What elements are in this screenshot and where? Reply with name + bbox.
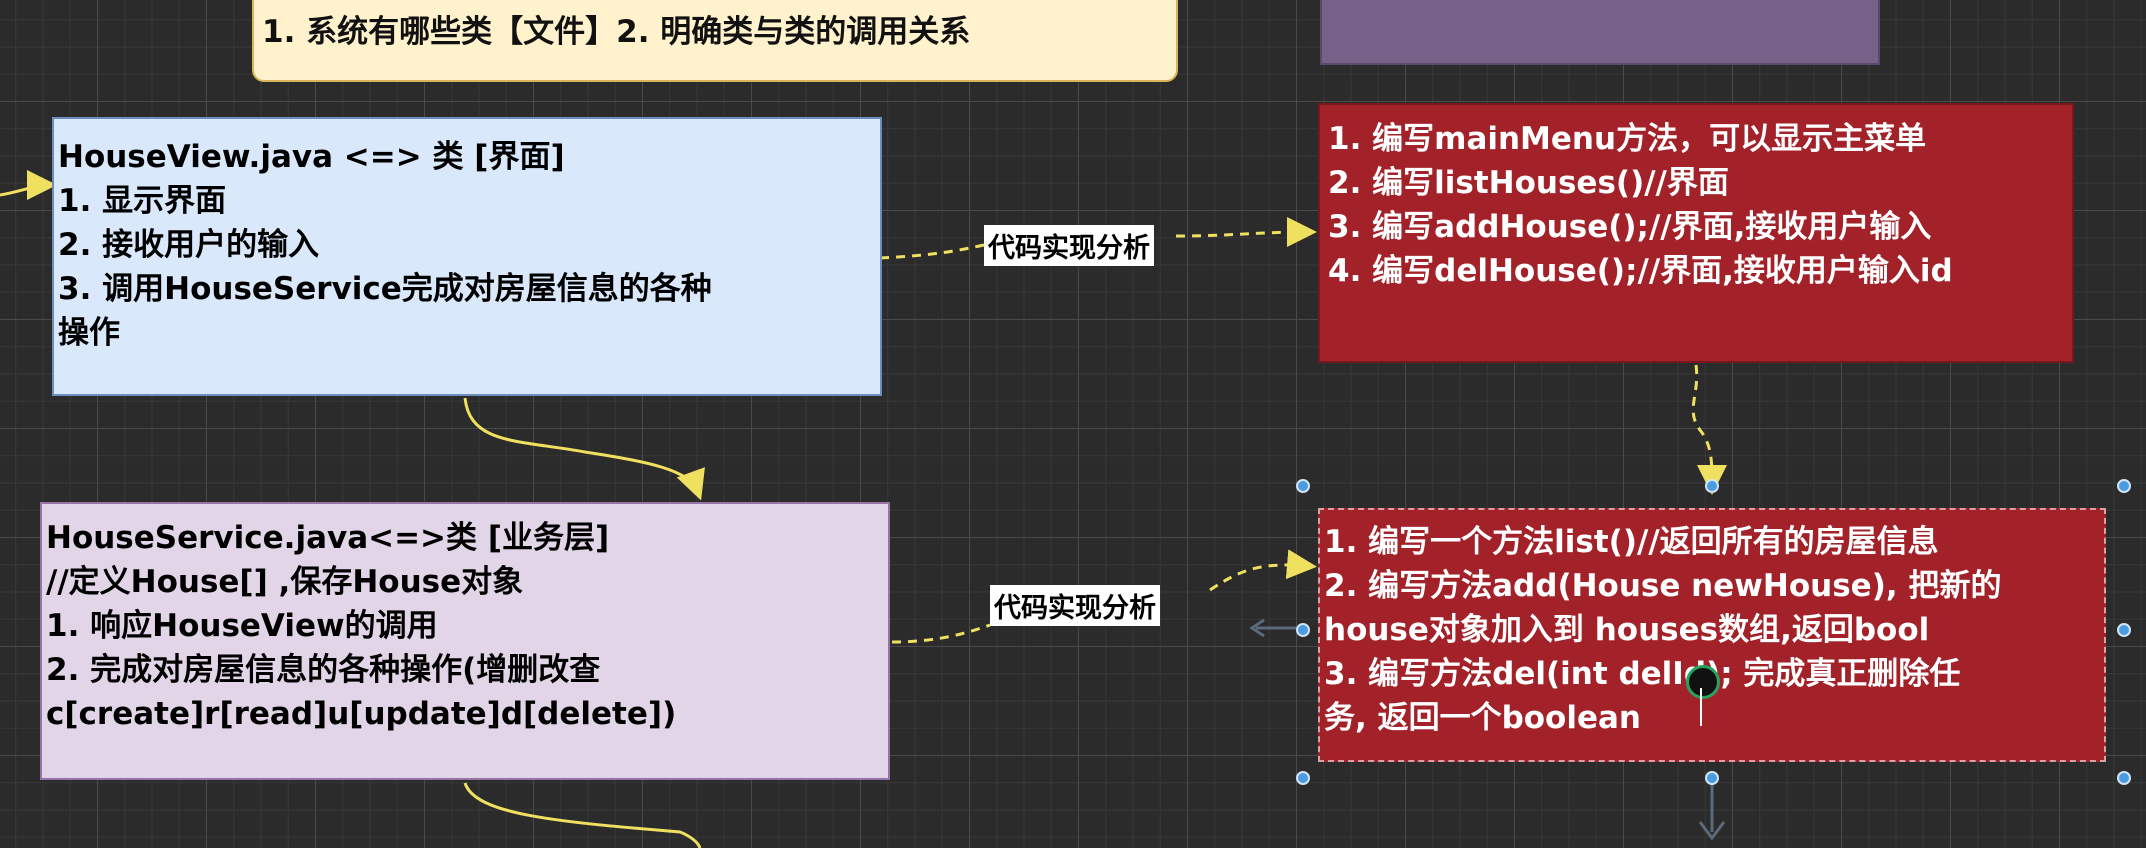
service-impl-line: 3. 编写方法del(int delId); 完成真正删除任 bbox=[1324, 656, 1961, 692]
cursor-highlight-icon bbox=[1686, 665, 1720, 699]
selection-handle-bottom-center[interactable] bbox=[1705, 771, 1719, 785]
entry-arrow bbox=[0, 170, 57, 201]
house-view-line: 2. 接收用户的输入 bbox=[58, 227, 320, 263]
house-service-box[interactable]: HouseService.java<=>类 [业务层] //定义House[] … bbox=[40, 502, 890, 780]
view-impl-line: 2. 编写listHouses()//界面 bbox=[1328, 165, 1729, 201]
house-view-line: 1. 显示界面 bbox=[58, 183, 227, 219]
service-impl-line: house对象加入到 houses数组,返回bool bbox=[1324, 612, 1930, 648]
house-view-line: 操作 bbox=[58, 315, 120, 351]
downward-ghost-arrowhead bbox=[1698, 821, 1726, 841]
view-impl-line: 1. 编写mainMenu方法，可以显示主菜单 bbox=[1328, 121, 1927, 157]
selection-handle-middle-right[interactable] bbox=[2117, 623, 2131, 637]
text-caret bbox=[1700, 688, 1702, 726]
selection-handle-bottom-right[interactable] bbox=[2117, 771, 2131, 785]
impl-to-impl-connector[interactable] bbox=[1691, 364, 1727, 495]
edge-label-view[interactable]: 代码实现分析 bbox=[984, 225, 1154, 266]
house-service-line: //定义House[] ,保存House对象 bbox=[46, 564, 524, 600]
service-implementation-box[interactable]: 1. 编写一个方法list()//返回所有的房屋信息 2. 编写方法add(Ho… bbox=[1318, 508, 2106, 762]
service-impl-line: 务, 返回一个boolean bbox=[1324, 700, 1641, 736]
edge-label-service[interactable]: 代码实现分析 bbox=[990, 585, 1160, 626]
house-service-title: HouseService.java<=>类 [业务层] bbox=[46, 520, 610, 556]
purple-shape[interactable] bbox=[1320, 0, 1880, 65]
selection-handle-top-left[interactable] bbox=[1296, 479, 1310, 493]
view-to-impl-connector[interactable] bbox=[879, 232, 1308, 260]
house-service-line: c[create]r[read]u[update]d[delete]) bbox=[46, 696, 677, 732]
view-impl-line: 3. 编写addHouse();//界面,接收用户输入 bbox=[1328, 209, 1932, 245]
house-service-line: 1. 响应HouseView的调用 bbox=[46, 608, 438, 644]
service-impl-line: 1. 编写一个方法list()//返回所有的房屋信息 bbox=[1324, 524, 1939, 560]
house-service-line: 2. 完成对房屋信息的各种操作(增删改查 bbox=[46, 652, 601, 688]
selection-handle-top-center[interactable] bbox=[1705, 479, 1719, 493]
note-text: 1. 系统有哪些类【文件】2. 明确类与类的调用关系 bbox=[262, 14, 971, 50]
service-to-next-connector[interactable] bbox=[463, 782, 702, 848]
selection-handle-middle-left[interactable] bbox=[1296, 623, 1310, 637]
house-view-title: HouseView.java <=> 类 [界面] bbox=[58, 139, 565, 175]
house-view-box[interactable]: HouseView.java <=> 类 [界面] 1. 显示界面 2. 接收用… bbox=[52, 117, 882, 396]
service-impl-line: 2. 编写方法add(House newHouse), 把新的 bbox=[1324, 568, 2002, 604]
selection-handle-bottom-left[interactable] bbox=[1296, 771, 1310, 785]
view-to-service-connector[interactable] bbox=[463, 397, 705, 501]
requirements-note[interactable]: 1. 系统有哪些类【文件】2. 明确类与类的调用关系 bbox=[252, 0, 1178, 82]
view-implementation-box[interactable]: 1. 编写mainMenu方法，可以显示主菜单 2. 编写listHouses(… bbox=[1318, 103, 2074, 363]
selection-handle-top-right[interactable] bbox=[2117, 479, 2131, 493]
view-impl-line: 4. 编写delHouse();//界面,接收用户输入id bbox=[1328, 253, 1953, 289]
house-view-line: 3. 调用HouseService完成对房屋信息的各种 bbox=[58, 271, 712, 307]
